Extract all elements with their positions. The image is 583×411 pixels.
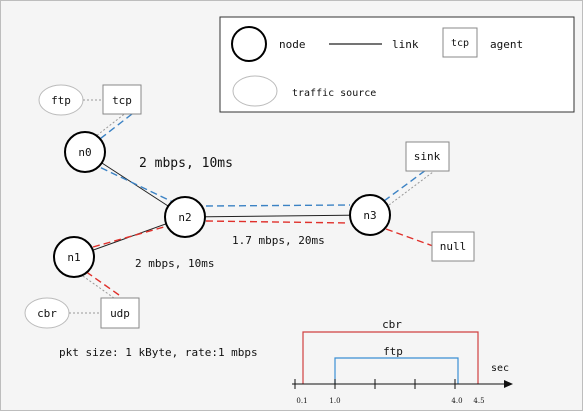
tcp-flow-n3-sink-dotted — [388, 171, 434, 206]
packet-info-text: pkt size: 1 kByte, rate:1 mbps — [59, 346, 258, 359]
node-n2: n2 — [164, 196, 206, 238]
cbr-interval-label: cbr — [382, 318, 402, 331]
legend-agent-box — [442, 27, 478, 58]
tcp-flow-n0-n2 — [90, 162, 174, 203]
udp-flow-n2-n3 — [205, 220, 350, 224]
udp-flow-udp-n1 — [84, 270, 120, 296]
udp-flow-n1-n2 — [92, 224, 172, 248]
legend-node-circle — [231, 26, 267, 62]
legend-traffic-label: traffic source — [292, 88, 376, 99]
time-tick-label-4-0: 4.0 — [451, 397, 462, 405]
node-n2-label: n2 — [178, 211, 191, 224]
time-axis-label: sec — [491, 363, 509, 374]
node-n0-label: n0 — [78, 146, 91, 159]
time-tick-label-0-1: 0.1 — [296, 397, 307, 405]
time-tick-label-1-0: 1.0 — [329, 397, 340, 405]
node-n3-circle — [349, 194, 391, 236]
udp-agent-box — [100, 297, 140, 329]
legend-agent-label: agent — [490, 38, 523, 51]
udp-flow-udp-n1-dotted — [79, 273, 115, 299]
tcp-flow-n3-sink — [383, 166, 431, 202]
cbr-interval-bar — [302, 331, 479, 384]
legend-traffic-ellipse — [232, 75, 278, 107]
node-n0-circle — [64, 131, 106, 173]
legend-node-label: node — [279, 38, 306, 51]
time-tick-label-4-5: 4.5 — [473, 397, 484, 405]
tcp-flow-tcp-n0 — [95, 113, 133, 143]
legend-box — [219, 16, 575, 113]
link-label-n2-n3: 1.7 mbps, 20ms — [232, 234, 325, 247]
link-label-n1-n2: 2 mbps, 10ms — [135, 257, 214, 270]
node-n1: n1 — [53, 236, 95, 278]
tcp-agent-label: tcp — [112, 94, 132, 107]
ftp-interval-label: ftp — [383, 345, 403, 358]
sink-agent-box — [405, 141, 450, 172]
legend-agent-box-text: tcp — [451, 38, 469, 49]
node-n1-label: n1 — [67, 251, 80, 264]
udp-flow-n3-null — [385, 228, 434, 247]
tcp-agent-box — [102, 84, 142, 115]
tcp-flow-path — [90, 111, 434, 207]
null-agent-label: null — [440, 240, 467, 253]
null-agent-box — [431, 231, 475, 262]
udp-flow-path — [79, 220, 434, 299]
traffic-timeline: cbr ftp sec 0.1 1.0 4.0 4.5 — [292, 318, 513, 405]
node-n2-circle — [164, 196, 206, 238]
sink-agent-label: sink — [414, 150, 441, 163]
node-n1-circle — [53, 236, 95, 278]
ftp-source-label: ftp — [51, 94, 71, 107]
time-axis-arrowhead — [504, 380, 513, 388]
legend-link-label: link — [392, 38, 419, 51]
link-n2-n3 — [184, 214, 371, 218]
node-n3: n3 — [349, 194, 391, 236]
cbr-source-label: cbr — [37, 307, 57, 320]
udp-agent-label: udp — [110, 307, 130, 320]
node-n0: n0 — [64, 131, 106, 173]
ftp-interval-bar — [334, 357, 459, 384]
node-n3-label: n3 — [363, 209, 376, 222]
link-label-n0-n2: 2 mbps, 10ms — [139, 156, 233, 171]
tcp-flow-n2-n3 — [205, 204, 351, 207]
